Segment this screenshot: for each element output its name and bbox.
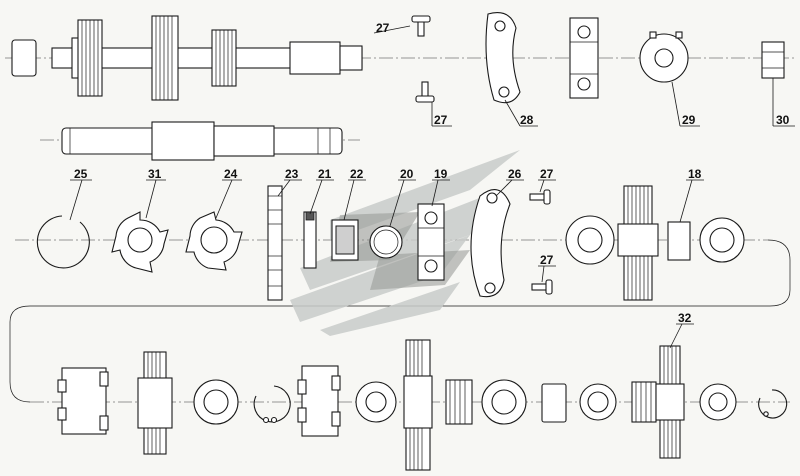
coupling-left xyxy=(57,367,109,435)
label-27-b: 27 xyxy=(434,113,448,127)
label-27-d: 27 xyxy=(540,253,554,267)
leader-lines xyxy=(69,25,795,349)
washer-row4-a xyxy=(193,379,239,425)
bushing-22 xyxy=(331,219,359,261)
spacer-21 xyxy=(303,211,317,269)
countershaft xyxy=(61,121,343,161)
bearing-top xyxy=(569,17,599,99)
bolt-27-top xyxy=(411,15,431,37)
label-27-a: 27 xyxy=(376,21,390,35)
label-27-c: 27 xyxy=(540,167,554,181)
bushing-row4 xyxy=(541,383,567,423)
circlip-row4-a xyxy=(253,385,291,424)
washer-left-row3 xyxy=(565,215,615,265)
gear-32 xyxy=(655,345,685,459)
label-20: 20 xyxy=(400,167,414,181)
label-28: 28 xyxy=(520,113,534,127)
needle-bearing-row4-b xyxy=(631,381,657,423)
washer-row4-b xyxy=(355,381,397,423)
label-21: 21 xyxy=(318,167,332,181)
part-number-labels: 27 27 28 29 30 25 31 24 23 21 22 20 19 2… xyxy=(74,21,790,325)
thrust-washer-31 xyxy=(111,211,169,273)
bracket-26 xyxy=(470,189,511,298)
label-30: 30 xyxy=(776,113,790,127)
ring-nut-29 xyxy=(639,31,689,83)
thrust-washer-24 xyxy=(185,211,243,271)
label-26: 26 xyxy=(508,167,522,181)
gear-large-row3 xyxy=(617,185,659,301)
washer-right-row3 xyxy=(699,217,745,263)
coupling-middle xyxy=(297,365,341,437)
bolt-27-row3-top xyxy=(529,189,551,205)
label-22: 22 xyxy=(350,167,364,181)
needle-bearing-row4-a xyxy=(445,379,473,425)
hex-nut-30 xyxy=(761,41,785,79)
gear-row4-big xyxy=(403,339,433,471)
bushing-18 xyxy=(667,221,691,261)
washer-20 xyxy=(369,225,403,259)
gear-row4-a xyxy=(137,351,173,455)
washer-row4-e xyxy=(699,383,737,421)
label-18: 18 xyxy=(688,167,702,181)
snap-ring-25 xyxy=(36,215,90,269)
bolt-27-row3-bottom xyxy=(531,279,553,295)
label-29: 29 xyxy=(682,113,696,127)
washer-row4-d xyxy=(579,383,617,421)
bolt-27-bottom xyxy=(415,81,435,103)
washer-row4-c xyxy=(481,379,527,425)
label-23: 23 xyxy=(285,167,299,181)
gear-23 xyxy=(267,185,283,301)
circlip-row4-b xyxy=(758,389,788,419)
bearing-19 xyxy=(417,203,445,281)
label-19: 19 xyxy=(434,167,448,181)
label-31: 31 xyxy=(148,167,162,181)
bracket-28 xyxy=(485,12,521,104)
label-25: 25 xyxy=(74,167,88,181)
input-shaft-assembly xyxy=(11,15,363,101)
label-32: 32 xyxy=(678,311,692,325)
label-24: 24 xyxy=(224,167,238,181)
